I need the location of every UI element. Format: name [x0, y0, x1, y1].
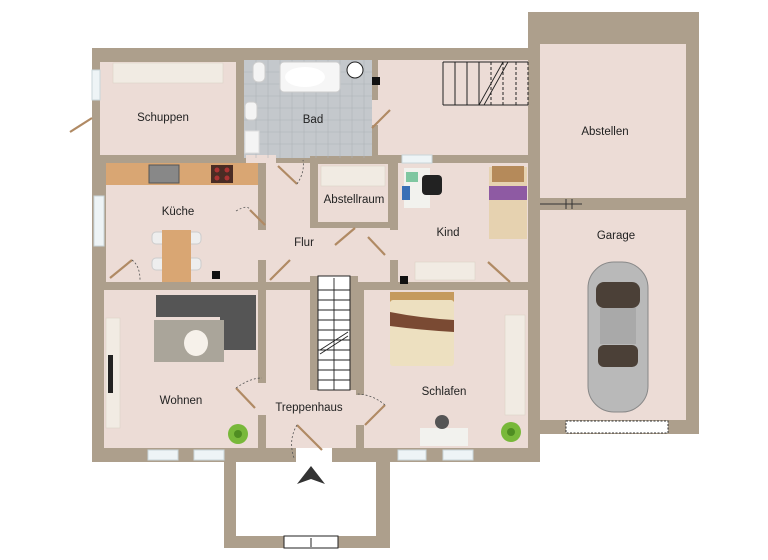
label-wohnen: Wohnen [160, 395, 203, 407]
staircase-icon [442, 61, 529, 106]
label-kind: Kind [436, 227, 459, 239]
stove-icon [211, 165, 233, 183]
wardrobe [414, 261, 476, 281]
label-bad: Bad [303, 114, 323, 126]
sink-icon [244, 101, 258, 121]
staircase-icon [310, 275, 358, 391]
shelf [112, 62, 224, 84]
tv-icon [108, 355, 113, 393]
shower-icon [346, 61, 364, 79]
plant-icon [501, 422, 521, 442]
label-schlafen: Schlafen [422, 386, 467, 398]
front-door[interactable] [283, 535, 339, 549]
doors [69, 109, 511, 459]
sofa-icon [156, 295, 256, 350]
label-abstellraum: Abstellraum [324, 194, 385, 206]
room-stairs-top[interactable] [378, 60, 528, 155]
kitchen-counter [106, 163, 258, 185]
dining-table [151, 230, 202, 282]
light-switch-icon [372, 77, 380, 85]
shelf [320, 165, 386, 187]
light-switch-icon [400, 276, 408, 284]
plant-icon [228, 424, 248, 444]
label-schuppen: Schuppen [137, 112, 189, 124]
label-flur: Flur [294, 237, 314, 249]
windows [91, 69, 474, 461]
desk [402, 168, 442, 208]
bed-icon [489, 166, 527, 239]
label-abstellen: Abstellen [581, 126, 628, 138]
bed-icon [390, 292, 454, 366]
toilet-icon [252, 61, 266, 83]
garage-partition [540, 199, 582, 209]
label-kueche: Küche [162, 206, 195, 218]
room-abstellen[interactable] [540, 44, 686, 198]
car-icon [587, 261, 649, 413]
desk [420, 415, 468, 446]
garage-door[interactable] [565, 420, 669, 434]
wardrobe [504, 314, 526, 416]
kitchen-sink-icon [148, 164, 180, 184]
coffee-table [184, 330, 208, 356]
label-treppenhaus: Treppenhaus [275, 402, 343, 414]
bathtub-icon [279, 61, 341, 93]
label-garage: Garage [597, 230, 635, 242]
light-switch-icon [212, 271, 220, 279]
entrance-arrow-icon [297, 466, 325, 484]
